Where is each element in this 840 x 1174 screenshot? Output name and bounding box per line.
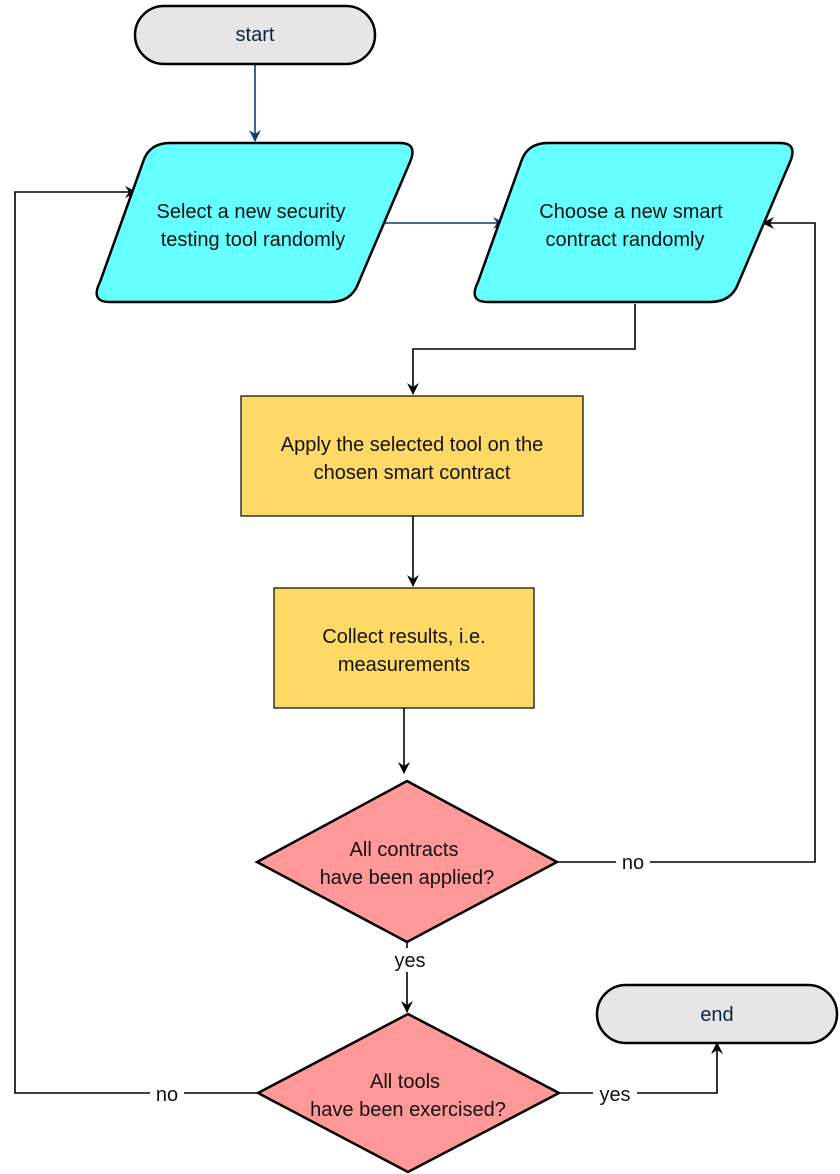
apply-tool-line-2: chosen smart contract	[314, 462, 511, 484]
contracts-no-label-bg	[616, 851, 650, 873]
tools-no-label: no	[156, 1084, 178, 1106]
select-tool-line-2: testing tool randomly	[161, 229, 346, 251]
collect-results-shape	[273, 587, 535, 709]
contracts-yes-label-bg	[388, 948, 432, 972]
start-label: start	[236, 24, 275, 46]
collect-results-line-1: Collect results, i.e.	[322, 626, 485, 648]
tools-decision-node: All tools have been exercised?	[255, 1012, 562, 1174]
choose-contract-shape	[473, 141, 794, 304]
tools-decision-line-2: have been exercised?	[310, 1099, 506, 1121]
edges	[14, 64, 816, 1094]
collect-results-line-2: measurements	[338, 654, 470, 676]
select-tool-node: Select a new security testing tool rando…	[95, 141, 414, 304]
apply-tool-node: Apply the selected tool on the chosen sm…	[240, 395, 584, 517]
edge-labels: no yes no yes	[150, 851, 650, 1106]
edge-tools-yes	[559, 1042, 723, 1094]
contracts-decision-line-2: have been applied?	[320, 867, 495, 889]
end-terminal: end	[595, 983, 839, 1045]
collect-results-node: Collect results, i.e. measurements	[273, 587, 535, 709]
select-tool-shape	[95, 141, 414, 304]
contracts-decision-line-1: All contracts	[350, 839, 459, 861]
edge-tools-no	[14, 186, 258, 1094]
contracts-decision-shape	[254, 779, 560, 944]
apply-tool-line-1: Apply the selected tool on the	[281, 434, 543, 456]
edge-choose-to-apply	[407, 304, 636, 395]
contracts-yes-label: yes	[394, 950, 425, 972]
select-tool-line-1: Select a new security	[157, 201, 346, 223]
tools-yes-label-bg	[593, 1083, 637, 1105]
end-terminal-shape	[595, 983, 839, 1045]
start-terminal-shape	[133, 4, 377, 66]
contracts-no-label: no	[622, 852, 644, 874]
tools-decision-line-1: All tools	[370, 1071, 440, 1093]
tools-no-label-bg	[150, 1083, 184, 1105]
choose-contract-line-2: contract randomly	[546, 229, 705, 251]
choose-contract-line-1: Choose a new smart	[539, 201, 723, 223]
tools-yes-label: yes	[599, 1084, 630, 1106]
edge-contracts-no	[557, 217, 816, 863]
apply-tool-shape	[240, 395, 584, 517]
end-label: end	[700, 1004, 733, 1026]
tools-decision-shape	[255, 1012, 562, 1174]
choose-contract-node: Choose a new smart contract randomly	[473, 141, 794, 304]
contracts-decision-node: All contracts have been applied?	[254, 779, 560, 944]
start-terminal: start	[133, 4, 377, 66]
